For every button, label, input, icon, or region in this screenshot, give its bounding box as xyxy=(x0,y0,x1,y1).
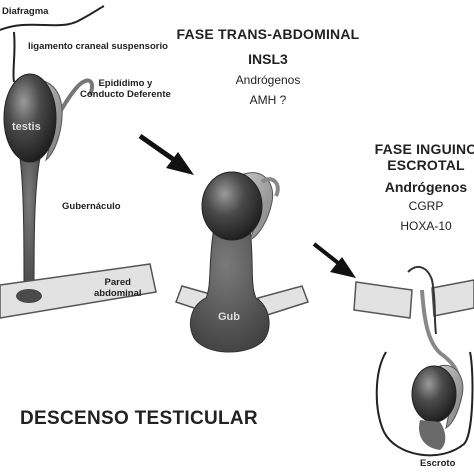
gubernaculum-foot-stage1 xyxy=(16,289,42,303)
label-gubernaculum: Gubernáculo xyxy=(62,201,121,212)
factor-amh: AMH ? xyxy=(249,92,287,107)
factor-androgens-2: Andrógenos xyxy=(384,179,468,196)
label-diaphragm: Diafragma xyxy=(2,6,49,17)
arrow-stage1-to-stage2 xyxy=(138,133,194,175)
inguinoscrotal-title-line1: FASE INGUINO xyxy=(374,141,474,157)
inguinal-canal-line xyxy=(407,265,437,335)
arrow-stage2-to-stage3 xyxy=(312,242,356,278)
factor-insl3: INSL3 xyxy=(248,51,288,68)
factor-hoxa10: HOXA-10 xyxy=(400,219,452,234)
label-testis: testis xyxy=(12,121,41,133)
label-cranial-ligament: ligamento craneal suspensorio xyxy=(28,41,168,52)
cranial-ligament-line xyxy=(12,31,16,83)
gubernaculum-stage1 xyxy=(19,157,41,299)
testis-stage2 xyxy=(201,171,263,241)
main-title: DESCENSO TESTICULAR xyxy=(20,408,258,429)
label-abdominal-wall: Pared abdominal xyxy=(94,277,142,299)
label-epididymis: Epidídimo y Conducto Deferente xyxy=(80,78,171,100)
testis-stage1 xyxy=(3,73,57,163)
factor-androgens-1: Andrógenos xyxy=(235,73,301,88)
diaphragm-line xyxy=(0,5,105,31)
factor-cgrp: CGRP xyxy=(408,199,444,214)
label-gub: Gub xyxy=(218,311,240,323)
abdominal-wall-stage1 xyxy=(0,263,157,319)
abdominal-wall-stage3 xyxy=(353,281,413,319)
scrotum-outline xyxy=(375,351,474,457)
gubernaculum-stage2 xyxy=(190,227,270,353)
abdominal-wall-right-stage3 xyxy=(431,279,474,317)
transabdominal-phase-title: FASE TRANS-ABDOMINAL xyxy=(176,26,360,42)
inguinoscrotal-phase-block: FASE INGUINO ESCROTAL Andrógenos CGRP HO… xyxy=(366,141,474,234)
vas-deferens-stage2 xyxy=(260,177,280,197)
inguinoscrotal-title-line2: ESCROTAL xyxy=(387,157,465,174)
testis-stage3 xyxy=(411,365,457,423)
transabdominal-phase-block: FASE TRANS-ABDOMINAL INSL3 Andrógenos AM… xyxy=(168,26,368,108)
gubernaculum-stage3 xyxy=(418,420,446,450)
label-scrotum: Escroto xyxy=(420,458,456,469)
